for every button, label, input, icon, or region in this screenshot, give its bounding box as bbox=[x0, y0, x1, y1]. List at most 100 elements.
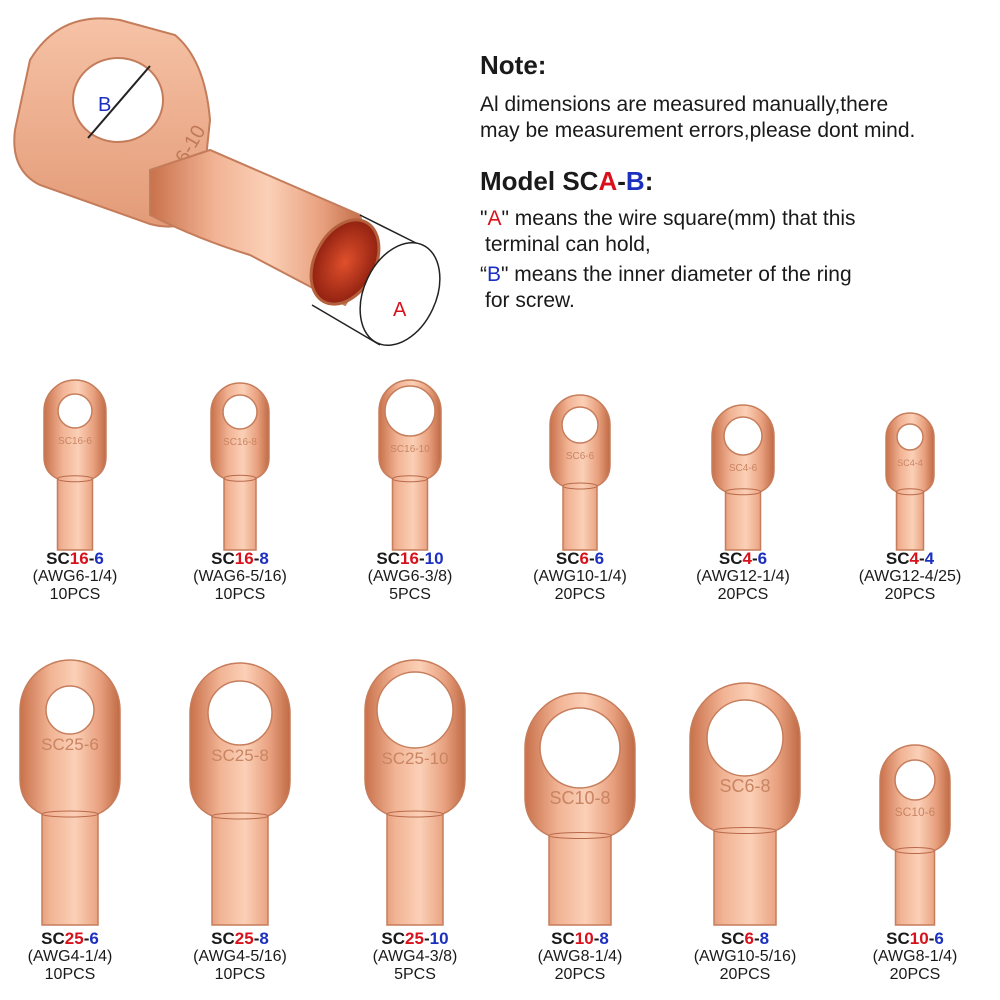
terminal-ring-hole bbox=[207, 680, 273, 746]
terminal-model-a: 10 bbox=[574, 929, 594, 948]
terminal-image-sc6-6: SC6-6 bbox=[549, 394, 611, 551]
explain-a: "A" means the wire square(mm) that this bbox=[480, 206, 990, 232]
terminal-model-dash: - bbox=[918, 549, 925, 568]
terminal-stamp: SC25-8 bbox=[211, 746, 269, 765]
terminal-caption: SC4-6(AWG12-1/4)20PCS bbox=[658, 550, 828, 604]
terminal-awg: (AWG6-1/4) bbox=[32, 568, 118, 585]
terminal-caption: SC16-8(WAG6-5/16)10PCS bbox=[155, 550, 325, 604]
terminal-image-sc16-10: SC16-10 bbox=[378, 379, 442, 551]
terminal-model-a: 25 bbox=[64, 929, 84, 948]
hero-b-dimension-line bbox=[87, 65, 151, 139]
terminal-model: SC16-10 bbox=[325, 550, 495, 568]
terminal-stamp: SC16-6 bbox=[58, 436, 92, 447]
explain-a-letter: A bbox=[487, 207, 502, 230]
note-block: Note: Al dimensions are measured manuall… bbox=[480, 50, 990, 314]
terminal-awg: (AWG4-5/16) bbox=[193, 948, 287, 965]
terminal-model-dash: - bbox=[593, 929, 600, 948]
terminal-model-a: 4 bbox=[909, 549, 919, 568]
terminal-caption: SC25-10(AWG4-3/8)5PCS bbox=[330, 930, 500, 984]
terminal-model-dash: - bbox=[83, 929, 90, 948]
model-colon: : bbox=[644, 166, 654, 196]
terminal-model-dash: - bbox=[751, 549, 758, 568]
terminal-awg: (AWG8-1/4) bbox=[537, 948, 623, 965]
terminal-model-a: 10 bbox=[909, 929, 929, 948]
terminal-image-sc10-8: SC10-8 bbox=[524, 692, 636, 926]
terminal-model: SC16-6 bbox=[0, 550, 160, 568]
terminal-model-b: 8 bbox=[759, 929, 770, 948]
terminal-stamp: SC4-6 bbox=[729, 463, 758, 474]
terminal-image-sc25-6: SC25-6 bbox=[19, 659, 121, 926]
terminal-model: SC6-6 bbox=[495, 550, 665, 568]
terminal-barrel-seam bbox=[725, 488, 761, 496]
terminal-qty: 10PCS bbox=[214, 966, 266, 983]
model-heading: Model SCA-B: bbox=[480, 166, 990, 196]
terminal-model: SC4-6 bbox=[658, 550, 828, 568]
terminal-model-dash: - bbox=[588, 549, 595, 568]
terminal-ring-hole bbox=[561, 406, 599, 444]
terminal-awg: (AWG8-1/4) bbox=[872, 948, 958, 965]
terminal-stamp: SC6-6 bbox=[566, 451, 595, 462]
terminal-body bbox=[885, 412, 935, 551]
terminal-caption: SC6-6(AWG10-1/4)20PCS bbox=[495, 550, 665, 604]
terminal-model-prefix: SC bbox=[718, 549, 743, 568]
terminal-model-a: 6 bbox=[579, 549, 589, 568]
terminal-barrel-seam bbox=[392, 475, 428, 483]
terminal-model-b: 10 bbox=[424, 549, 444, 568]
terminal-barrel-seam bbox=[713, 827, 777, 834]
terminal-caption: SC10-6(AWG8-1/4)20PCS bbox=[830, 930, 1000, 984]
terminal-qty: 10PCS bbox=[49, 586, 101, 603]
terminal-model-b: 8 bbox=[599, 929, 609, 948]
terminal-model-b: 10 bbox=[429, 929, 449, 948]
terminal-awg: (AWG12-4/25) bbox=[858, 568, 962, 585]
terminal-model-a: 25 bbox=[234, 929, 254, 948]
terminal-stamp: SC4-4 bbox=[897, 458, 923, 468]
terminal-caption: SC4-4(AWG12-4/25)20PCS bbox=[825, 550, 995, 604]
terminal-barrel-seam bbox=[895, 847, 935, 854]
terminal-qty: 20PCS bbox=[884, 586, 936, 603]
terminal-model: SC25-10 bbox=[330, 930, 500, 948]
terminal-barrel-seam bbox=[386, 810, 444, 818]
terminal-image-sc16-8: SC16-8 bbox=[210, 382, 270, 551]
terminal-model-a: 16 bbox=[400, 549, 419, 568]
terminal-awg: (AWG4-3/8) bbox=[372, 948, 458, 965]
terminal-awg: (WAG6-5/16) bbox=[193, 568, 287, 585]
model-prefix: Model SC bbox=[480, 166, 599, 196]
terminal-ring-hole bbox=[896, 423, 924, 451]
terminal-stamp: SC16-8 bbox=[223, 437, 257, 448]
note-title: Note: bbox=[480, 50, 547, 80]
explain-b-letter: B bbox=[487, 263, 502, 286]
terminal-model-prefix: SC bbox=[211, 929, 235, 948]
terminal-model: SC16-8 bbox=[155, 550, 325, 568]
terminal-model-prefix: SC bbox=[381, 929, 406, 948]
terminal-qty: 20PCS bbox=[554, 966, 606, 983]
terminal-ring-hole bbox=[894, 759, 936, 801]
terminal-model-a: 16 bbox=[234, 549, 254, 568]
hero-ring-hole bbox=[72, 57, 164, 143]
terminal-body bbox=[43, 379, 107, 551]
terminal-image-sc10-6: SC10-6 bbox=[879, 744, 951, 926]
terminal-ring-hole bbox=[45, 685, 95, 735]
explain-b-rest: " means the inner diameter of the ring bbox=[501, 263, 852, 286]
model-a: A bbox=[598, 166, 618, 196]
note-line-1: Al dimensions are measured manually,ther… bbox=[480, 93, 889, 116]
terminal-model-dash: - bbox=[423, 929, 430, 948]
terminal-caption: SC6-8(AWG10-5/16)20PCS bbox=[660, 930, 830, 984]
terminal-image-sc4-6: SC4-6 bbox=[711, 404, 775, 551]
terminal-awg: (AWG6-3/8) bbox=[367, 568, 453, 585]
terminal-model-b: 8 bbox=[259, 549, 269, 568]
terminal-model-b: 6 bbox=[594, 549, 605, 568]
terminal-model-prefix: SC bbox=[885, 549, 910, 568]
terminal-caption: SC16-6(AWG6-1/4)10PCS bbox=[0, 550, 160, 604]
terminal-model: SC25-6 bbox=[0, 930, 155, 948]
terminal-ring-hole bbox=[222, 394, 258, 430]
terminal-ring-hole bbox=[706, 699, 784, 777]
hero-label-b: B bbox=[98, 94, 111, 116]
terminal-model: SC6-8 bbox=[660, 930, 830, 948]
terminal-model-prefix: SC bbox=[555, 549, 580, 568]
terminal-awg: (AWG10-1/4) bbox=[533, 568, 627, 585]
terminal-ring-hole bbox=[376, 671, 454, 749]
terminal-model-b: 8 bbox=[259, 929, 269, 948]
terminal-qty: 5PCS bbox=[389, 586, 431, 603]
terminal-model-b: 6 bbox=[94, 549, 104, 568]
terminal-ring-hole bbox=[57, 393, 93, 429]
